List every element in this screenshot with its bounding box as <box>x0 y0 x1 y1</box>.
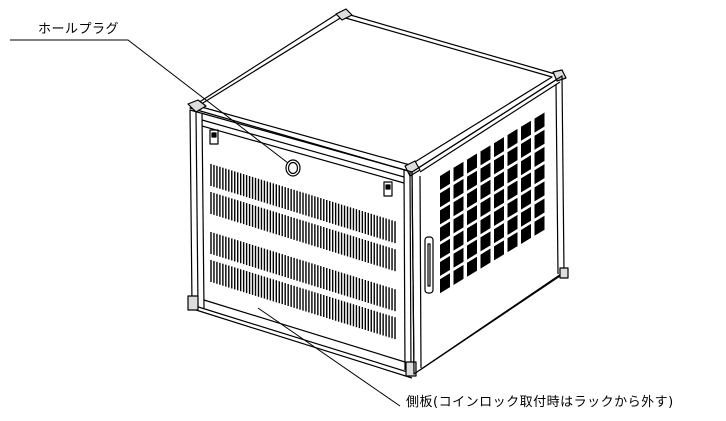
vent-cell <box>440 255 450 276</box>
front-vent-slots <box>210 164 396 340</box>
vent-cell <box>534 181 545 202</box>
vent-cell <box>534 129 545 150</box>
vent-cell <box>453 264 464 285</box>
vent-cell <box>453 161 464 182</box>
vent-cell <box>507 163 518 184</box>
vent-cell <box>453 247 464 268</box>
vent-cell <box>480 196 491 217</box>
vent-cell <box>521 172 531 193</box>
vent-cell <box>453 213 464 234</box>
vent-cell <box>494 205 504 226</box>
cabinet-side-face <box>411 75 569 375</box>
vent-band <box>210 192 396 272</box>
hole-plug-label: ホールプラグ <box>38 22 120 37</box>
vent-cell <box>534 215 545 236</box>
vent-cell <box>440 273 450 294</box>
vent-cell <box>507 197 518 218</box>
vent-cell <box>480 248 491 269</box>
hole-plug-leader-line <box>10 39 289 164</box>
vent-cell <box>480 214 491 235</box>
vent-cell <box>521 189 531 210</box>
vent-cell <box>453 178 464 199</box>
vent-cell <box>467 222 477 243</box>
vent-cell <box>494 154 504 175</box>
vent-cell <box>480 231 491 252</box>
vent-cell <box>507 214 518 235</box>
vent-cell <box>494 137 504 158</box>
vent-cell <box>521 120 531 141</box>
vent-cell <box>453 230 464 251</box>
vent-cell <box>507 128 518 149</box>
vent-cell <box>494 223 504 244</box>
vent-cell <box>507 180 518 201</box>
vent-band <box>210 232 396 312</box>
vent-cell <box>521 155 531 176</box>
vent-cell <box>507 146 518 167</box>
vent-cell <box>467 187 477 208</box>
cabinet-top-face <box>187 8 567 177</box>
vent-band <box>210 260 396 340</box>
vent-cell <box>494 240 504 261</box>
vent-cell <box>480 162 491 183</box>
vent-cell <box>534 164 545 185</box>
vent-cell <box>534 146 545 167</box>
cabinet-front-face <box>187 109 417 379</box>
vent-cell <box>507 232 518 253</box>
vent-cell <box>494 188 504 209</box>
vent-cell <box>534 198 545 219</box>
vent-cell <box>480 145 491 166</box>
vent-cell <box>467 170 477 191</box>
vent-cell <box>440 238 450 259</box>
vent-cell <box>521 137 531 158</box>
vent-cell <box>467 256 477 277</box>
vent-cell <box>440 204 450 225</box>
vent-cell <box>453 196 464 217</box>
vent-cell <box>494 171 504 192</box>
vent-cell <box>521 206 531 227</box>
vent-cell <box>534 112 545 133</box>
vent-band <box>210 164 396 244</box>
vent-cell <box>467 205 477 226</box>
vent-cell <box>467 239 477 260</box>
vent-cell <box>480 179 491 200</box>
side-panel-label: 側板(コインロック取付時はラックから外す) <box>406 395 674 410</box>
vent-cell <box>440 187 450 208</box>
vent-cell <box>440 221 450 242</box>
vent-cell <box>440 169 450 190</box>
side-vent-grid <box>440 112 545 294</box>
side-panel-leader-line <box>257 307 401 407</box>
vent-cell <box>467 153 477 174</box>
vent-cell <box>521 223 531 244</box>
